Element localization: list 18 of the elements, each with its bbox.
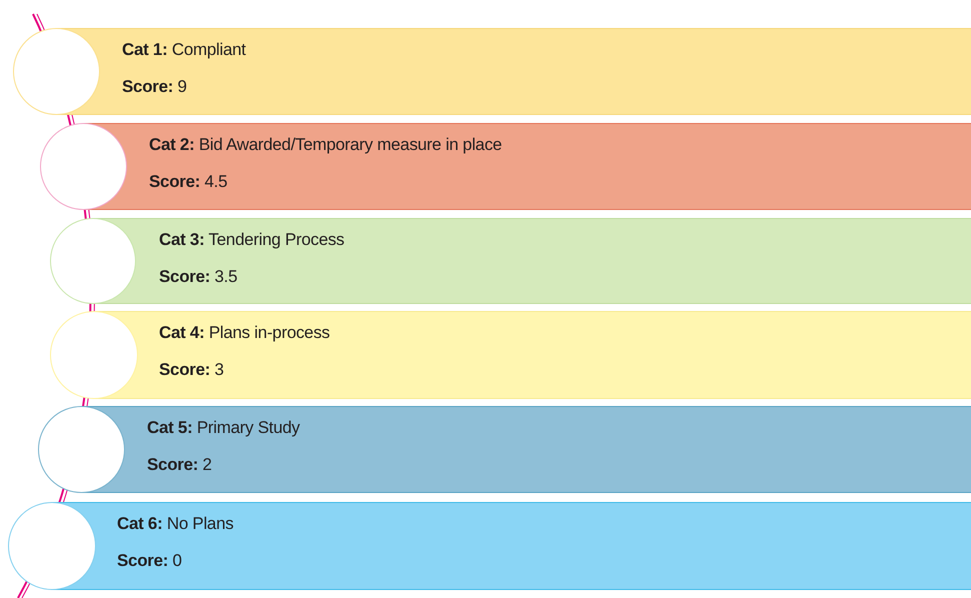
category-label: Cat 6: No Plans — [117, 514, 234, 534]
score-label: Score: 3.5 — [159, 267, 238, 287]
category-band — [50, 218, 971, 304]
category-label: Cat 5: Primary Study — [147, 418, 300, 438]
category-band — [50, 311, 971, 399]
category-label: Cat 2: Bid Awarded/Temporary measure in place — [149, 135, 502, 155]
category-label: Cat 1: Compliant — [122, 40, 246, 60]
category-label: Cat 4: Plans in-process — [159, 323, 330, 343]
score-label: Score: 0 — [117, 551, 182, 571]
category-label: Cat 3: Tendering Process — [159, 230, 344, 250]
category-band — [38, 406, 971, 493]
category-band — [40, 123, 971, 210]
score-label: Score: 3 — [159, 360, 224, 380]
category-band — [13, 28, 971, 115]
category-band — [8, 502, 971, 590]
score-label: Score: 9 — [122, 77, 187, 97]
score-label: Score: 2 — [147, 455, 212, 475]
score-label: Score: 4.5 — [149, 172, 228, 192]
